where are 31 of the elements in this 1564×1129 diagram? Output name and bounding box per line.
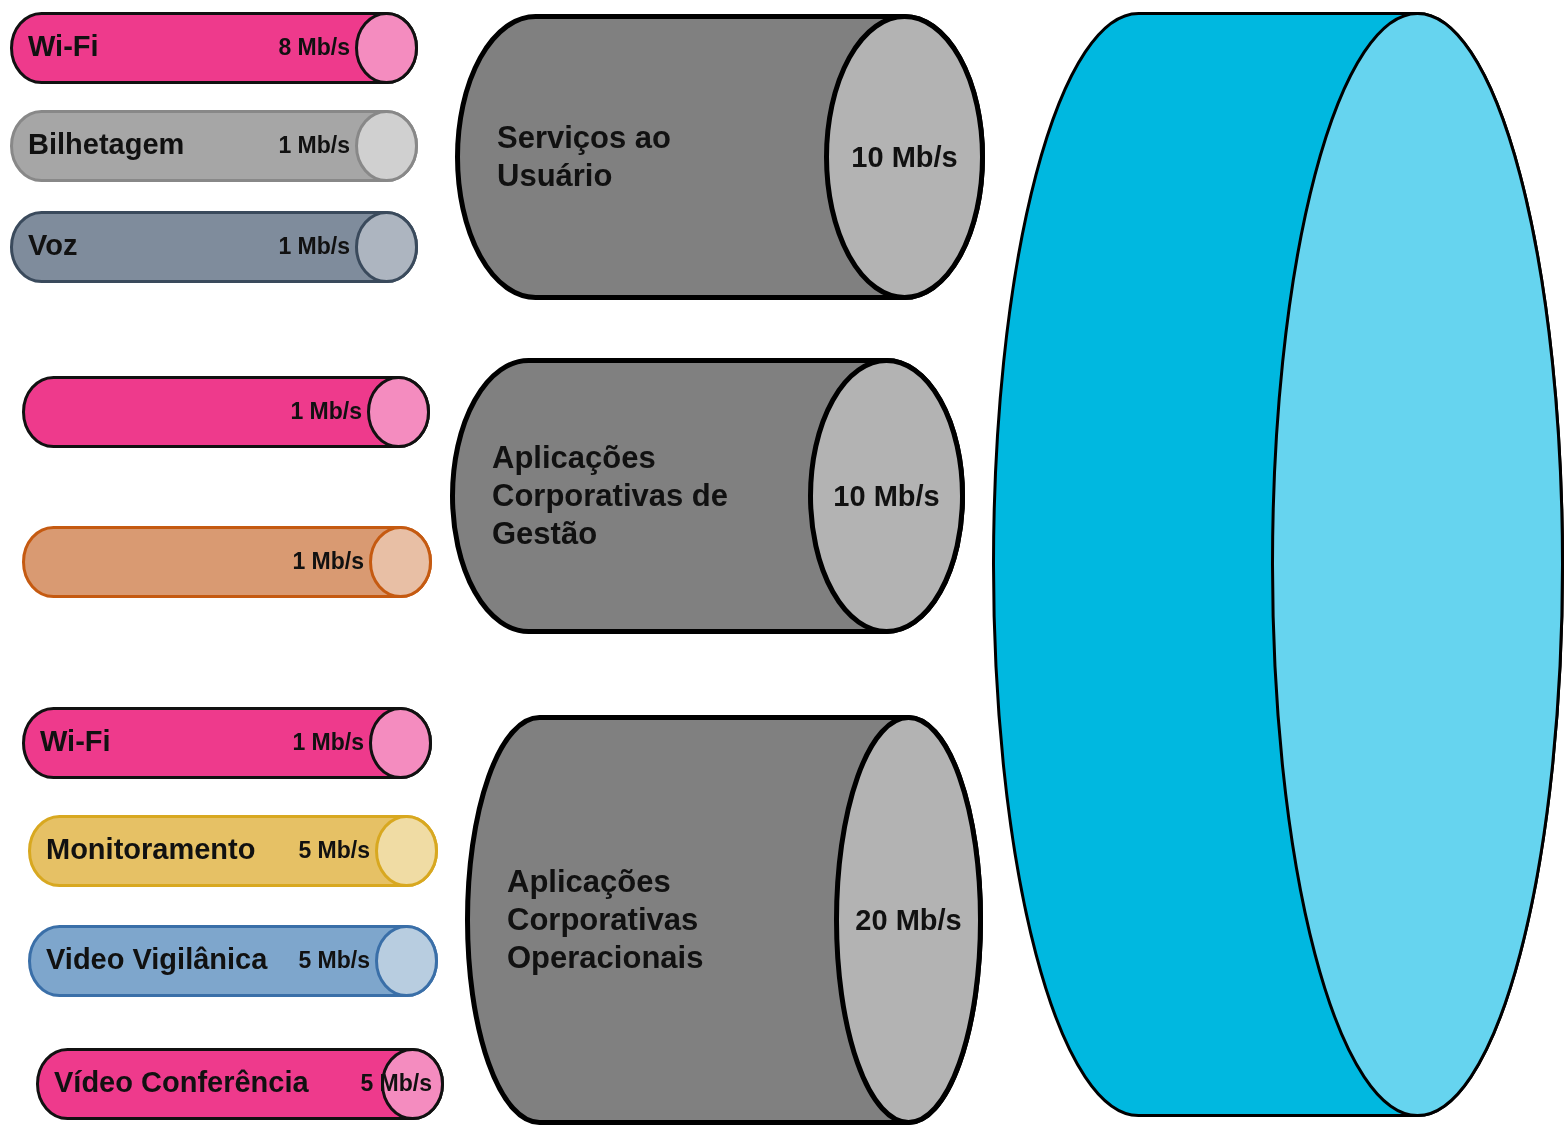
pipe-label: Video Vigilânica — [46, 943, 268, 976]
pipe-label: Vídeo Conferência — [54, 1066, 309, 1099]
cylinder-label: Serviços ao Usuário — [497, 119, 673, 195]
rate-label: 1 Mb/s — [278, 132, 350, 159]
rate-label: 10 Mb/s — [832, 479, 941, 513]
rate-label: 5 Mb/s — [298, 837, 370, 864]
pipe-label: Monitoramento — [46, 833, 256, 866]
rate-label: 1 Mb/s — [278, 233, 350, 260]
pipe-label: Voz — [28, 229, 78, 262]
pipe-label: Wi-Fi — [40, 725, 111, 758]
pipe-label: Wi-Fi — [28, 30, 99, 63]
rate-label: 1 Mb/s — [292, 548, 364, 575]
pipe-shape — [10, 110, 418, 182]
pipe-label: Bilhetagem — [28, 128, 185, 161]
rate-label: 1 Mb/s — [292, 729, 364, 756]
pipe-shape — [28, 815, 438, 887]
pipe-shape — [36, 1048, 444, 1120]
pipe-shape — [22, 707, 432, 779]
rate-label: 10 Mb/s — [850, 140, 959, 174]
cylinder-label: Aplicações Corporativas de Gestão — [492, 439, 729, 553]
pipe-shape — [22, 376, 430, 448]
pipe-shape — [10, 12, 418, 84]
pipe-shape — [22, 526, 432, 598]
rate-label: 8 Mb/s — [278, 34, 350, 61]
rate-label: 1 Mb/s — [290, 398, 362, 425]
pipe-shape — [10, 211, 418, 283]
pipe-shape — [28, 925, 438, 997]
cylinder-shape — [992, 12, 1564, 1117]
rate-label: 5 Mb/s — [298, 947, 370, 974]
rate-label: 20 Mb/s — [854, 903, 963, 937]
cylinder-label: Aplicações Corporativas Operacionais — [507, 863, 705, 977]
